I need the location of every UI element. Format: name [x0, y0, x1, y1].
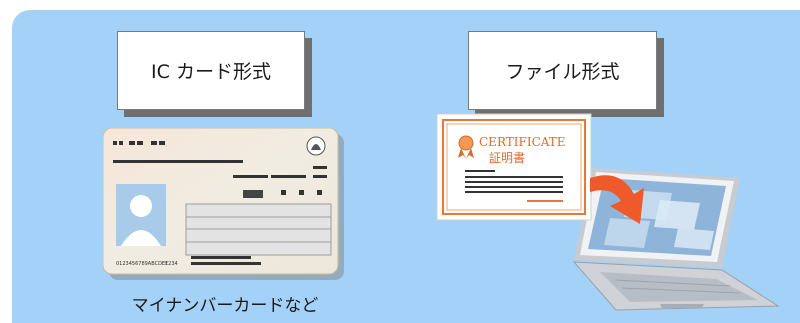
file-format-label: ファイル形式: [468, 31, 657, 110]
ic-card-format-text: IC カード形式: [151, 61, 271, 83]
card-caption: マイナンバーカードなど: [131, 296, 319, 316]
my-number-card-illustration: 0123456789ABCDEF 1234: [103, 128, 344, 280]
certificate-title: CERTIFICATE: [479, 135, 566, 149]
card-number-text: 0123456789ABCDEF: [116, 261, 168, 267]
certificate-subtitle: 証明書: [489, 151, 525, 165]
ic-card-format-label: IC カード形式: [117, 31, 305, 110]
certificate-illustration: CERTIFICATE 証明書: [436, 113, 592, 221]
seal-icon: [458, 135, 474, 151]
file-format-text: ファイル形式: [505, 61, 620, 83]
laptop-illustration: [572, 168, 780, 311]
card-code-text: 1234: [165, 261, 178, 267]
arrow-icon: [590, 175, 644, 224]
info-table: [185, 203, 332, 256]
